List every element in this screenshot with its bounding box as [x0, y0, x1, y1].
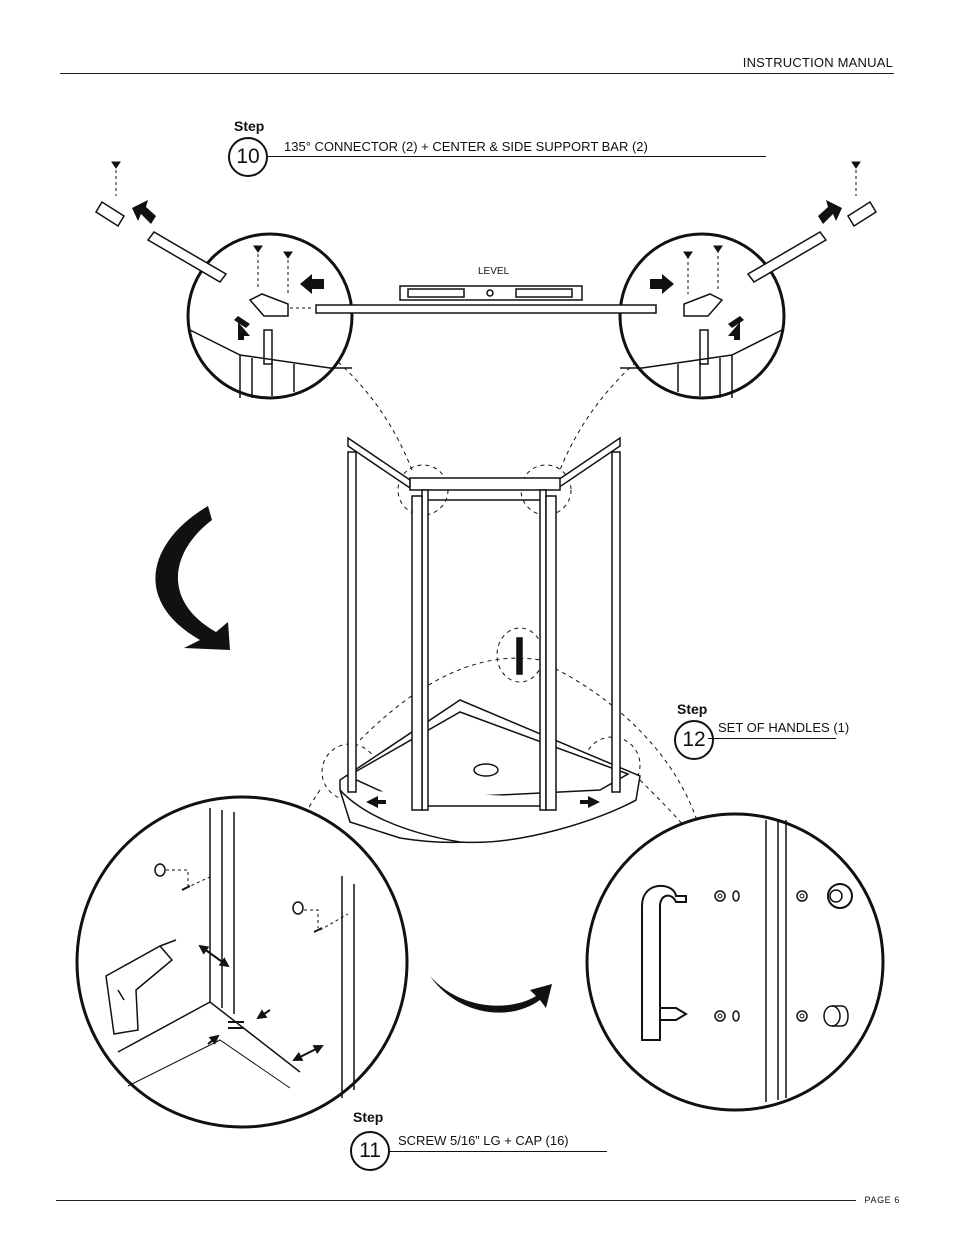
step-10-label: Step	[234, 118, 265, 134]
level-tool	[399, 285, 583, 301]
step-12-label: Step	[677, 701, 708, 717]
detail-circle-right-connector	[618, 232, 786, 400]
detail-circle-left-connector	[186, 232, 354, 400]
curved-arrow-icon	[155, 506, 230, 650]
step-11-number: 11	[350, 1131, 390, 1171]
detail-circle-handle	[585, 812, 885, 1112]
curved-arrow-handle-icon	[430, 976, 552, 1013]
document-title: INSTRUCTION MANUAL	[742, 55, 893, 70]
step-10-number: 10	[228, 137, 268, 177]
step-12-number: 12	[674, 720, 714, 760]
detail-circle-screw-cap	[75, 795, 409, 1129]
step-11-rule	[388, 1151, 607, 1152]
step-10-rule	[266, 156, 766, 157]
page-number: PAGE 6	[864, 1195, 900, 1205]
side-support-bars	[94, 200, 878, 283]
step-12-caption: SET OF HANDLES (1)	[718, 720, 850, 735]
step-11-label: Step	[353, 1109, 384, 1125]
header-divider	[60, 73, 894, 74]
footer-divider	[56, 1200, 856, 1201]
level-label: LEVEL	[478, 266, 510, 277]
step-12-rule	[708, 738, 836, 739]
center-support-bar	[315, 304, 657, 314]
step-11-caption: SCREW 5/16” LG + CAP (16)	[398, 1133, 569, 1148]
shower-enclosure	[339, 436, 641, 844]
step-10-caption: 135° CONNECTOR (2) + CENTER & SIDE SUPPO…	[284, 139, 648, 154]
